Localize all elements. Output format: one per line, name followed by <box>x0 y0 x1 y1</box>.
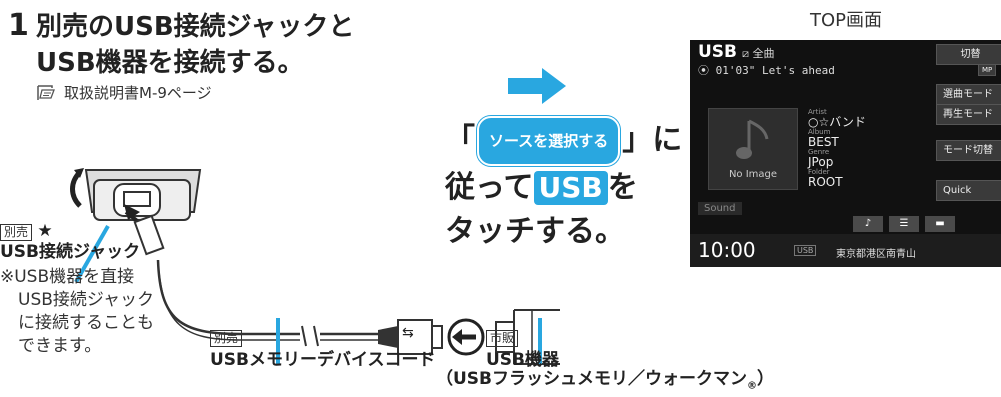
cord-tag: 別売 <box>210 330 243 347</box>
song-select-mode-button[interactable]: 選曲モード <box>936 84 1001 105</box>
usb-symbol-icon: ⇆ <box>402 325 414 341</box>
no-image-label: No Image <box>728 169 778 180</box>
jack-caption: 別売 ★ <box>0 220 53 242</box>
meta-key: Artist <box>808 108 827 116</box>
reference-text: 取扱説明書M-9ページ <box>64 84 212 102</box>
folder-button[interactable]: ▬ <box>925 216 955 232</box>
instruction-line3: タッチする。 <box>445 214 625 249</box>
top-screen: USB ⧄ 全曲 ⦿ 01'03" Let's ahead 切替 MP 選曲モー… <box>690 40 1001 267</box>
device-label: USB機器 <box>486 350 560 370</box>
music-note-icon <box>736 119 769 159</box>
quick-button[interactable]: Quick <box>936 180 1001 201</box>
step-title: 別売のUSB接続ジャックと USB機器を接続する。 <box>36 9 354 81</box>
meta-key: Album <box>808 128 831 136</box>
connection-diagram <box>70 168 560 365</box>
screen-mode: ⧄ 全曲 <box>742 47 775 60</box>
meta-value: JPop <box>808 155 834 169</box>
select-source-pill: ソースを選択する <box>477 116 621 166</box>
meta-key: Genre <box>808 148 830 156</box>
screen-source-title: USB <box>698 42 738 62</box>
right-arrow-icon <box>508 68 566 104</box>
switch-button[interactable]: 切替 <box>936 44 1001 65</box>
clock: 10:00 <box>698 238 756 262</box>
meta-value: ○☆バンド <box>808 115 866 129</box>
mp-button[interactable]: MP <box>978 64 997 76</box>
step-title-line1: 別売のUSB接続ジャックと <box>36 12 355 42</box>
track-metadata: Artist ○☆バンド Album BEST Genre JPop Folde… <box>808 108 866 188</box>
manual-reference: 取扱説明書M-9ページ <box>36 82 212 103</box>
device-tag-wrap: 市販 <box>486 326 519 348</box>
direct-connect-note: ※USB機器を直接 USB接続ジャック に接続することも できます。 <box>0 267 155 356</box>
device-tag: 市販 <box>486 330 519 347</box>
meta-key: Folder <box>808 168 830 176</box>
music-note-button[interactable]: ♪ <box>853 216 883 232</box>
jack-label: USB接続ジャック <box>0 242 141 262</box>
reference-book-icon <box>37 84 55 100</box>
step-title-line2: USB機器を接続する。 <box>36 48 304 78</box>
location-text: 東京都港区南青山 <box>836 249 916 260</box>
status-bar <box>690 234 1001 267</box>
usb-jack-graphic <box>70 168 202 221</box>
jack-tag: 別売 <box>0 224 33 241</box>
star-mark: ★ <box>37 221 53 241</box>
meta-value: BEST <box>808 135 839 149</box>
cord-tag-wrap: 別売 <box>210 326 243 348</box>
list-button[interactable]: ☰ <box>889 216 919 232</box>
screen-track: ⦿ 01'03" Let's ahead <box>698 64 835 77</box>
device-subtitle: （USBフラッシュメモリ／ウォークマン®） <box>436 369 775 392</box>
album-art-placeholder: No Image <box>708 108 798 190</box>
sound-button[interactable]: Sound <box>698 202 742 215</box>
instruction-line1: 「ソースを選択する」に <box>445 116 682 166</box>
mode-switch-button[interactable]: モード切替 <box>936 140 1001 161</box>
usb-button-graphic: USB <box>533 171 608 205</box>
cord-label: USBメモリーデバイスコード <box>210 350 436 370</box>
play-mode-button[interactable]: 再生モード <box>936 104 1001 125</box>
screen-caption: TOP画面 <box>810 10 883 31</box>
step-number: 1 <box>8 8 29 43</box>
meta-value: ROOT <box>808 175 843 189</box>
usb-tag: USB <box>794 245 817 256</box>
